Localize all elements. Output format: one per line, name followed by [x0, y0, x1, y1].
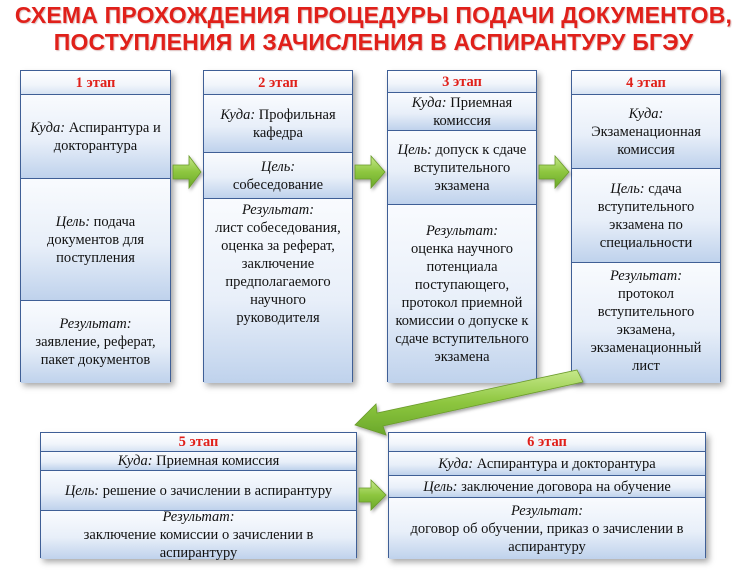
stage-5-result-text: заключение комиссии о зачислении в аспир… [83, 527, 314, 561]
stage-3-box: 3 этап Куда: Приемная комиссия Цель: доп… [387, 70, 537, 383]
stage-6-result-text: договор об обучении, приказ о зачислении… [410, 520, 684, 555]
stage-2-goal-label: Цель: [260, 158, 296, 175]
stage-2-result-text: лист собеседования, оценка за реферат, з… [215, 220, 341, 326]
stage-3-header: 3 этап [388, 71, 536, 93]
stage-4-result-text: протокол вступительного экзамена, экзаме… [590, 286, 702, 374]
stage-3-result-text: оценка научного потенциала поступающего,… [395, 241, 529, 365]
stage-5-where: Куда: Приемная комиссия [41, 452, 356, 471]
diagram-title: СХЕМА ПРОХОЖДЕНИЯ ПРОЦЕДУРЫ ПОДАЧИ ДОКУМ… [0, 2, 747, 56]
stage-5-goal-text: решение о зачислении в аспирантуру [99, 482, 333, 499]
stage-3-where-text: Приемная комиссия [433, 94, 513, 129]
stage-1-goal: Цель: подача документов для поступления [21, 179, 170, 301]
stage-3-result: Результат: оценка научного потенциала по… [388, 205, 536, 383]
stage-6-goal: Цель: заключение договора на обучение [389, 476, 705, 498]
stage-3-goal-label: Цель: [397, 141, 432, 158]
stage-5-result-label: Результат: [162, 509, 235, 525]
stage-6-result: Результат: договор об обучении, приказ о… [389, 498, 705, 559]
stage-1-where: Куда: Аспирантура и докторантура [21, 95, 170, 179]
stage-3-goal-text: допуск к сдаче вступительного экзамена [413, 141, 527, 194]
stage-6-where: Куда: Аспирантура и докторантура [389, 452, 705, 476]
stage-2-where-text: Профильная кафедра [253, 106, 336, 141]
arrow-right-icon [358, 479, 387, 511]
stage-6-where-label: Куда: [438, 455, 474, 472]
stage-4-goal-label: Цель: [610, 180, 645, 197]
stage-2-header: 2 этап [204, 71, 352, 95]
stage-4-where-label: Куда: [628, 105, 664, 122]
stage-5-goal: Цель: решение о зачислении в аспирантуру [41, 471, 356, 511]
stage-6-goal-label: Цель: [423, 478, 458, 495]
arrow-right-icon [172, 154, 202, 190]
stage-1-result-text: заявление, реферат, пакет документов [35, 334, 156, 368]
stage-3-goal: Цель: допуск к сдаче вступительного экза… [388, 131, 536, 205]
title-line-2: ПОСТУПЛЕНИЯ И ЗАЧИСЛЕНИЯ В АСПИРАНТУРУ Б… [53, 29, 694, 55]
arrow-right-icon [354, 154, 386, 190]
stage-4-result: Результат: протокол вступительного экзам… [572, 263, 720, 383]
stage-2-result: Результат: лист собеседования, оценка за… [204, 199, 352, 383]
stage-6-where-text: Аспирантура и докторантура [473, 455, 656, 472]
stage-4-where-text: Экзаменационная комиссия [591, 123, 701, 158]
stage-2-result-label: Результат: [241, 202, 315, 218]
stage-5-where-text: Приемная комиссия [152, 453, 280, 469]
stage-6-goal-text: заключение договора на обучение [457, 478, 671, 495]
stage-4-goal-text: сдача вступительного экзамена по специал… [597, 180, 695, 251]
stage-2-where-label: Куда: [220, 106, 256, 123]
stage-4-goal: Цель: сдача вступительного экзамена по с… [572, 169, 720, 263]
stage-5-box: 5 этап Куда: Приемная комиссия Цель: реш… [40, 432, 357, 561]
stage-2-goal-text: собеседование [232, 176, 324, 193]
stage-2-box: 2 этап Куда: Профильная кафедра Цель: со… [203, 70, 353, 383]
stage-1-box: 1 этап Куда: Аспирантура и докторантура … [20, 70, 171, 383]
stage-4-header: 4 этап [572, 71, 720, 95]
stage-5-header: 5 этап [41, 433, 356, 452]
stage-3-result-label: Результат: [425, 223, 499, 239]
stage-5-where-label: Куда: [117, 453, 153, 469]
arrow-right-icon [538, 154, 570, 190]
stage-4-box: 4 этап Куда: Экзаменационная комиссия Це… [571, 70, 721, 383]
stage-1-goal-text: подача документов для поступления [46, 213, 145, 266]
stage-2-where: Куда: Профильная кафедра [204, 95, 352, 153]
stage-1-result: Результат: заявление, реферат, пакет док… [21, 301, 170, 383]
stage-6-box: 6 этап Куда: Аспирантура и докторантура … [388, 432, 706, 559]
stage-4-result-label: Результат: [609, 268, 683, 284]
stage-3-where-label: Куда: [411, 94, 447, 111]
stage-1-where-text: Аспирантура и докторантура [53, 119, 161, 154]
stage-1-header: 1 этап [21, 71, 170, 95]
stage-1-where-label: Куда: [30, 119, 66, 136]
stage-1-result-label: Результат: [59, 316, 132, 332]
stage-3-where: Куда: Приемная комиссия [388, 93, 536, 131]
stage-6-result-label: Результат: [510, 502, 584, 519]
stage-1-goal-label: Цель: [55, 213, 91, 230]
stage-6-header: 6 этап [389, 433, 705, 452]
title-line-1: СХЕМА ПРОХОЖДЕНИЯ ПРОЦЕДУРЫ ПОДАЧИ ДОКУМ… [14, 2, 733, 28]
stage-5-goal-label: Цель: [64, 482, 100, 499]
stage-2-goal: Цель: собеседование [204, 153, 352, 199]
stage-4-where: Куда: Экзаменационная комиссия [572, 95, 720, 169]
stage-5-result: Результат: заключение комиссии о зачисле… [41, 509, 356, 561]
